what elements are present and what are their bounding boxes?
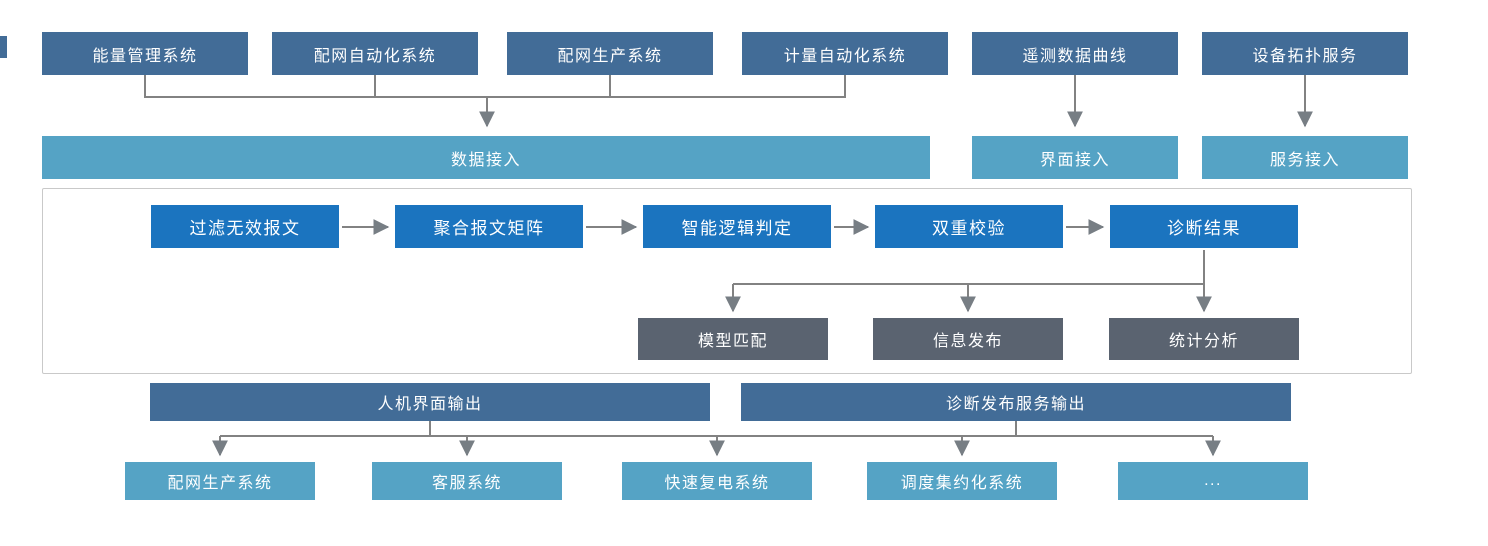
node-ui-access: 界面接入: [972, 136, 1178, 179]
node-energy-management-system: 能量管理系统: [42, 32, 248, 75]
node-target-more-ellipsis: ...: [1118, 462, 1308, 500]
node-intelligent-logic-judgment: 智能逻辑判定: [643, 205, 831, 248]
node-metering-automation-system: 计量自动化系统: [742, 32, 948, 75]
node-target-dispatch-intensification-system: 调度集约化系统: [867, 462, 1057, 500]
node-hmi-output: 人机界面输出: [150, 383, 710, 421]
node-telemetry-data-curve: 遥测数据曲线: [972, 32, 1178, 75]
node-distribution-automation-system: 配网自动化系统: [272, 32, 478, 75]
processing-frame: [42, 188, 1412, 374]
node-target-rapid-power-restoration-system: 快速复电系统: [622, 462, 812, 500]
node-diagnosis-publish-service-output: 诊断发布服务输出: [741, 383, 1291, 421]
node-device-topology-service: 设备拓扑服务: [1202, 32, 1408, 75]
node-filter-invalid-messages: 过滤无效报文: [151, 205, 339, 248]
node-target-distribution-production-system: 配网生产系统: [125, 462, 315, 500]
wire-sources-trunk: [144, 75, 846, 98]
node-double-verification: 双重校验: [875, 205, 1063, 248]
node-aggregate-message-matrix: 聚合报文矩阵: [395, 205, 583, 248]
node-information-publishing: 信息发布: [873, 318, 1063, 360]
node-service-access: 服务接入: [1202, 136, 1408, 179]
node-target-customer-service-system: 客服系统: [372, 462, 562, 500]
node-diagnosis-result: 诊断结果: [1110, 205, 1298, 248]
node-distribution-production-system: 配网生产系统: [507, 32, 713, 75]
node-statistical-analysis: 统计分析: [1109, 318, 1299, 360]
node-data-access: 数据接入: [42, 136, 930, 179]
clipped-shape-left-edge: [0, 36, 7, 58]
node-model-matching: 模型匹配: [638, 318, 828, 360]
